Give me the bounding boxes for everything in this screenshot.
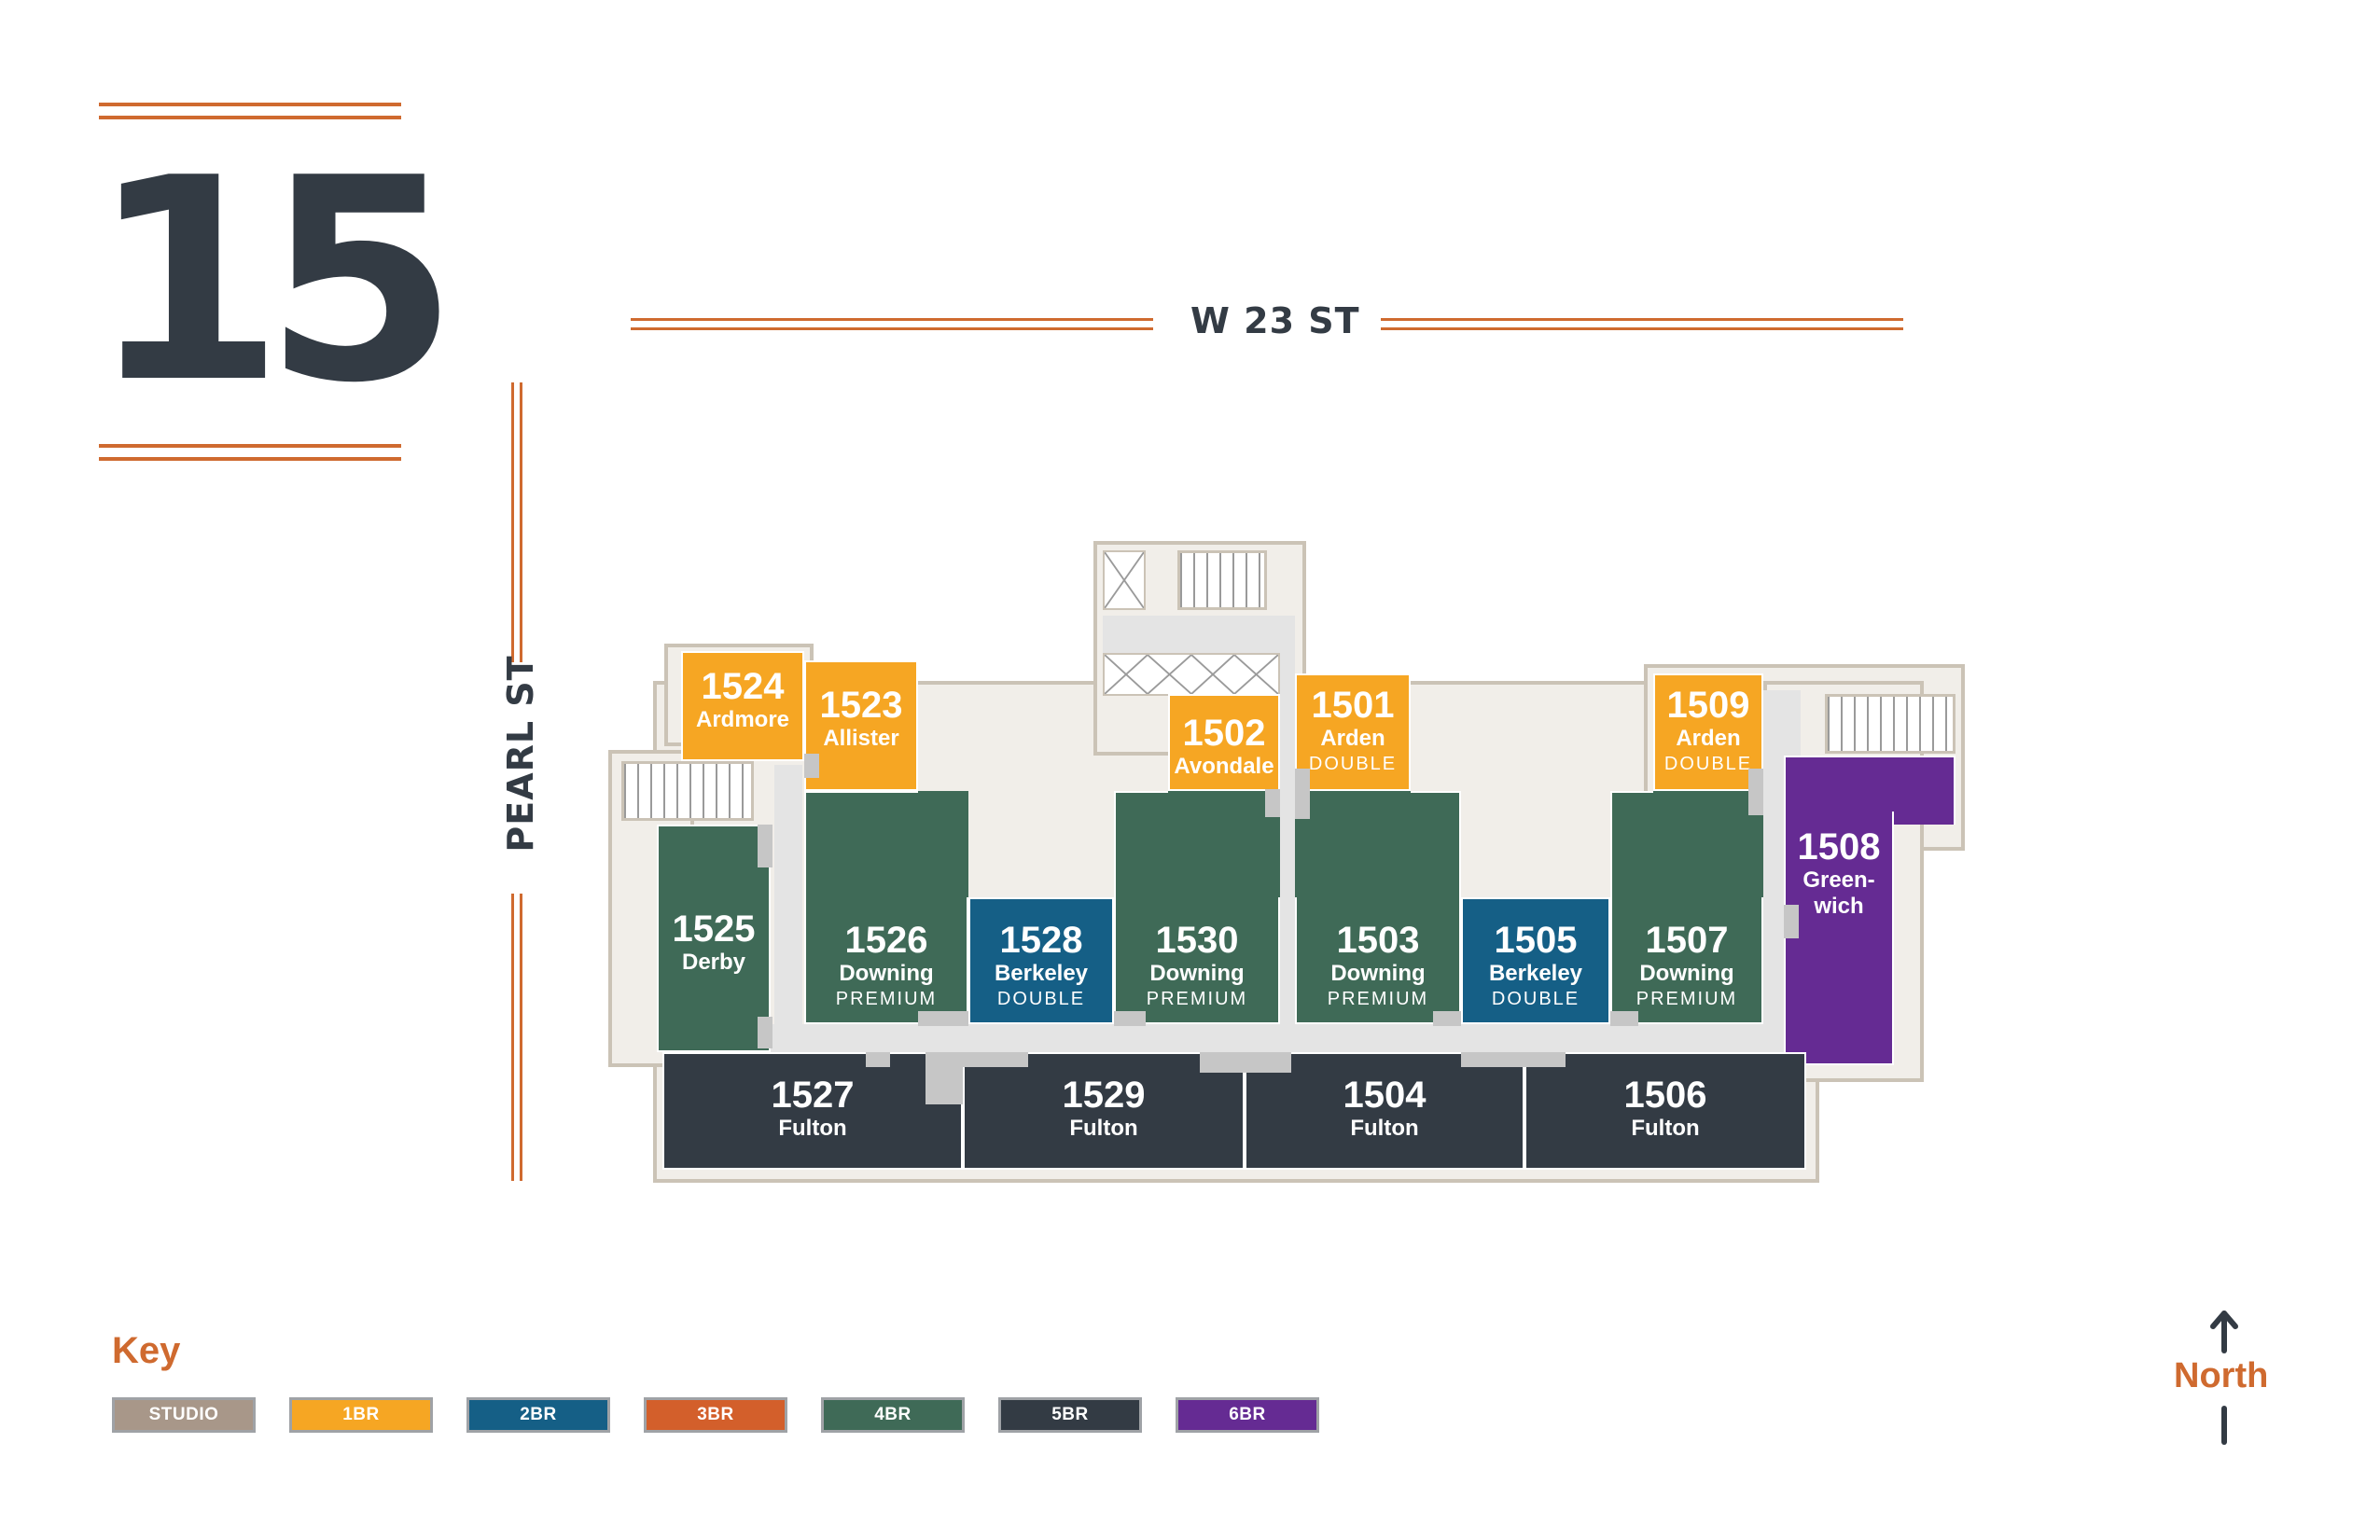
floor-rule-bottom-1: [99, 444, 401, 448]
shaft: [1200, 1052, 1291, 1073]
north-label: North: [2174, 1356, 2269, 1395]
elevator-core-1: [1103, 550, 1146, 610]
street-left-line-top-1: [511, 382, 514, 662]
shaft: [1295, 769, 1310, 819]
key-chip-2br: 2BR: [466, 1397, 610, 1433]
floor-number: 15: [90, 118, 458, 444]
street-top-line-right-2: [1381, 327, 1903, 330]
shaft: [1784, 905, 1799, 938]
key-chip-6br: 6BR: [1176, 1397, 1319, 1433]
street-left-line-bottom-1: [511, 894, 514, 1181]
shaft: [1610, 1011, 1638, 1026]
key-chip-1br: 1BR: [289, 1397, 433, 1433]
main-corridor: [659, 1024, 1801, 1052]
shaft: [866, 1052, 890, 1067]
floor-rule-top-2: [99, 116, 401, 119]
shaft: [1433, 1011, 1461, 1026]
key-chip-studio: STUDIO: [112, 1397, 256, 1433]
unit-1503-notch: [1295, 791, 1411, 897]
key-chip-3br: 3BR: [644, 1397, 787, 1433]
key-title: Key: [112, 1330, 181, 1371]
unit-1507-notch: [1653, 791, 1763, 897]
north-arrow-icon: [2210, 1311, 2238, 1445]
floor-rule-bottom-2: [99, 457, 401, 461]
unit-1530-notch: [1168, 791, 1280, 897]
shaft: [804, 754, 819, 778]
shaft: [1461, 1052, 1566, 1067]
elevator-core-row: [1103, 653, 1280, 696]
key-chip-4br: 4BR: [821, 1397, 965, 1433]
shaft: [1265, 789, 1280, 817]
stair-core: [1177, 550, 1267, 610]
core-corridor: [1280, 653, 1295, 1045]
west-corridor: [774, 765, 802, 1045]
street-top-line-left-2: [631, 327, 1153, 330]
street-label-pearl: PEARL ST: [500, 655, 541, 853]
shaft: [758, 825, 772, 867]
street-left-line-top-2: [520, 382, 522, 662]
unit-1526-notch: [918, 791, 968, 897]
street-label-w23: W 23 ST: [1190, 300, 1360, 341]
street-top-line-left-1: [631, 318, 1153, 321]
stair-west: [621, 761, 754, 821]
shaft: [1114, 1011, 1146, 1026]
shaft: [963, 1052, 1028, 1067]
stair-east: [1825, 694, 1955, 754]
shaft: [918, 1011, 968, 1026]
shaft: [758, 1017, 772, 1048]
shaft: [1748, 769, 1763, 815]
core-landing: [1103, 616, 1295, 653]
key-chip-5br: 5BR: [998, 1397, 1142, 1433]
street-top-line-right-1: [1381, 318, 1903, 321]
floor-rule-top-1: [99, 103, 401, 106]
street-left-line-bottom-2: [520, 894, 522, 1181]
shaft: [926, 1052, 963, 1104]
